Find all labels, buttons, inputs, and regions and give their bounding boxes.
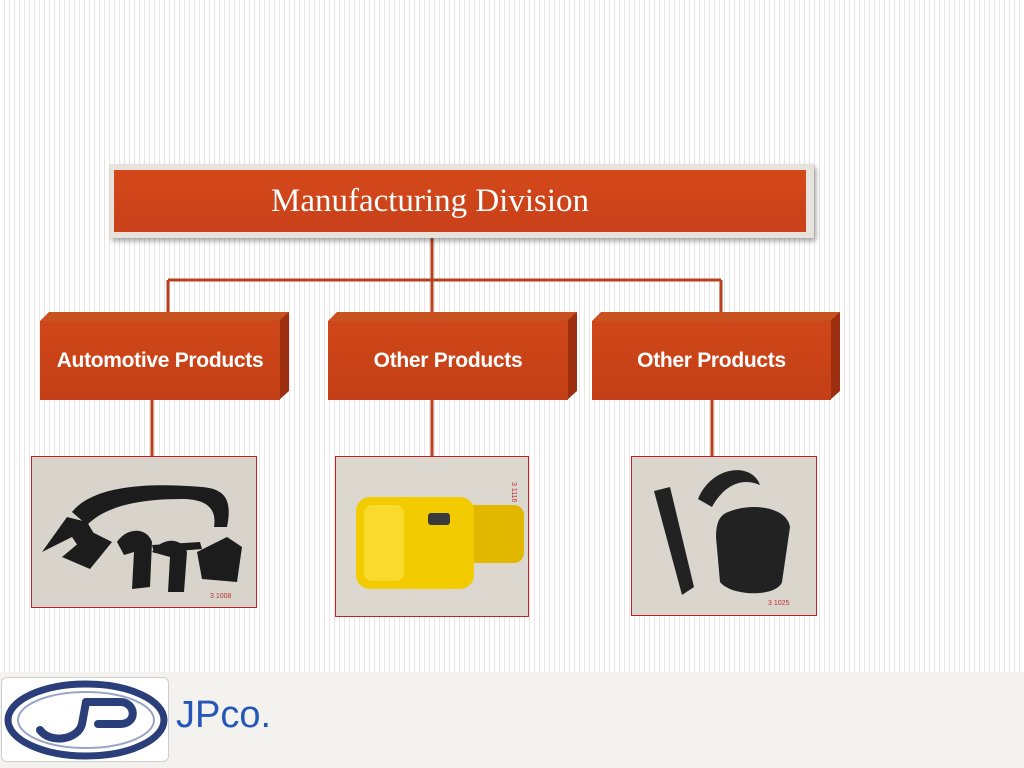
photo-caption: 3 1008 [210,593,232,600]
photo-jerrycans: 3 1116 [335,456,529,617]
photo-caption: 3 1025 [768,600,790,607]
footer-band [0,672,1024,768]
child-node-front-face: Other Products [592,321,831,400]
child-node-label: Other Products [637,348,786,372]
photo-automotive-parts: 3 1008 [31,456,257,608]
child-node-top-face [40,312,289,321]
photo-caption: 3 1116 [510,482,517,502]
brand-name: JPco. [176,694,272,736]
child-node-top-face [328,312,577,321]
root-node-label: Manufacturing Division [270,182,590,219]
child-node-side-face [830,312,840,400]
photo-seat-parts: 3 1025 [631,456,817,616]
child-node-side-face [279,312,289,400]
child-node-label: Automotive Products [56,348,264,372]
child-node-label: Other Products [373,348,523,372]
root-node-fill: Manufacturing Division [114,170,806,232]
child-node-top-face [592,312,840,321]
child-node-side-face [567,312,577,400]
jp-logo-icon [1,677,169,762]
child-node-front-face: Other Products [328,321,568,400]
root-node: Manufacturing Division [110,164,814,238]
child-node-front-face: Automotive Products [40,321,280,400]
